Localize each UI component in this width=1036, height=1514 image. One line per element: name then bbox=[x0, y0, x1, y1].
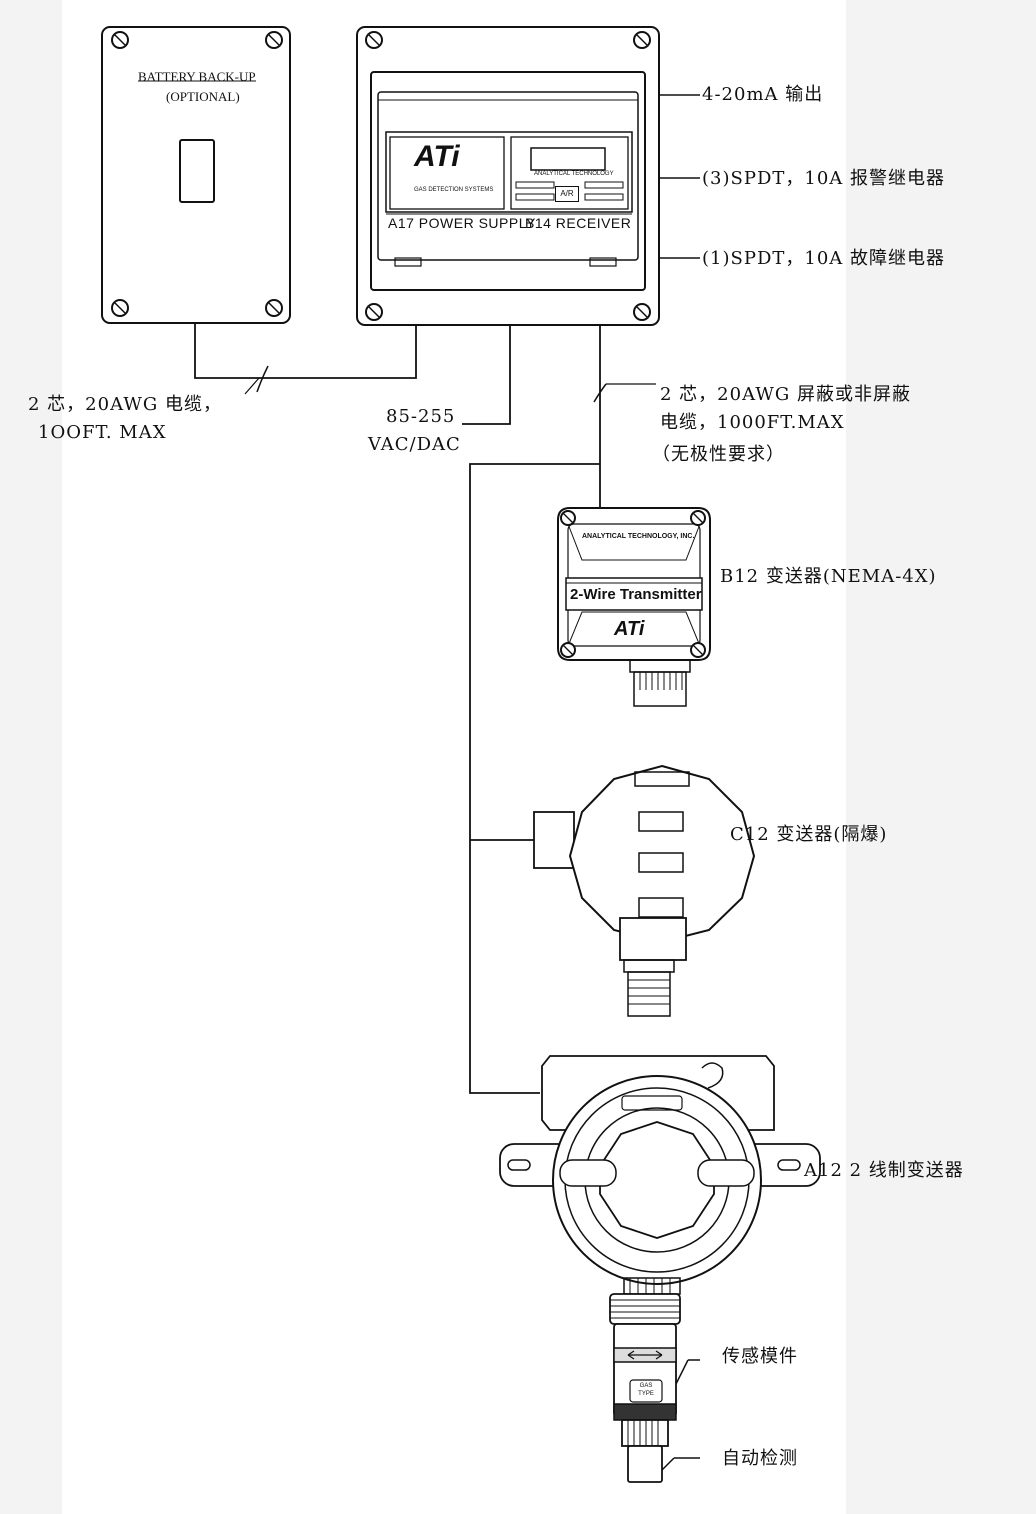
battery-cable-label-2: 1OOFT. MAX bbox=[38, 422, 167, 443]
a12-transmitter bbox=[499, 1055, 821, 1483]
lcd-display bbox=[530, 147, 606, 171]
display-caption: ANALYTICAL TECHNOLOGY bbox=[534, 171, 614, 177]
analog-output-label: 4-20mA 输出 bbox=[702, 84, 824, 105]
sensor-module-label: 传感模件 bbox=[722, 1346, 798, 1367]
b12-logo: ATi bbox=[614, 618, 645, 640]
b12-nameplate-text: 2-Wire Transmitter bbox=[570, 586, 702, 603]
screw-icon bbox=[111, 31, 283, 317]
signal-cable-label-3: （无极性要求） bbox=[652, 444, 785, 465]
b14-display-panel bbox=[510, 136, 629, 210]
screw-icon bbox=[365, 31, 651, 321]
ati-logo: ATi bbox=[414, 140, 460, 173]
gas-type-line1: GAS bbox=[639, 1383, 653, 1389]
power-supply-label: A17 POWER SUPPLY bbox=[388, 215, 536, 231]
battery-window bbox=[179, 139, 215, 203]
battery-backup-box bbox=[101, 26, 291, 324]
battery-cable-label-1: 2 芯，20AWG 电缆， bbox=[28, 394, 222, 415]
output-leaders bbox=[659, 94, 700, 259]
power-label-2: VAC/DAC bbox=[368, 434, 461, 455]
alarm-reset-button[interactable]: A/R bbox=[555, 186, 579, 202]
wiring bbox=[194, 323, 656, 1094]
signal-cable-label-1: 2 芯，20AWG 屏蔽或非屏蔽 bbox=[660, 384, 911, 405]
gas-type-tag bbox=[629, 1379, 663, 1403]
battery-title: BATTERY BACK-UP bbox=[138, 69, 256, 84]
c12-transmitter bbox=[533, 764, 756, 1017]
a12-label: A12 2 线制变送器 bbox=[804, 1160, 964, 1181]
alarm-relays-label: (3)SPDT，10A 报警继电器 bbox=[702, 168, 946, 189]
power-label-1: 85-255 bbox=[386, 406, 456, 427]
receiver-enclosure bbox=[356, 26, 660, 326]
c12-label: C12 变送器(隔爆) bbox=[730, 824, 888, 845]
receiver-label: B14 RECEIVER bbox=[525, 215, 632, 231]
b12-transmitter bbox=[557, 507, 711, 707]
auto-test-label: 自动检测 bbox=[722, 1448, 798, 1469]
logo-caption: GAS DETECTION SYSTEMS bbox=[414, 187, 494, 193]
battery-subtitle: (OPTIONAL) bbox=[166, 89, 240, 104]
signal-cable-label-2: 电缆，1000FT.MAX bbox=[660, 412, 845, 433]
fault-relay-label: (1)SPDT，10A 故障继电器 bbox=[702, 248, 946, 269]
b12-maker: ANALYTICAL TECHNOLOGY, INC. bbox=[582, 533, 695, 540]
wiring-diagram bbox=[101, 26, 821, 1483]
diagram-sheet: BATTERY BACK-UP (OPTIONAL) ATi GAS DETEC… bbox=[28, 0, 963, 1514]
screw-icon bbox=[560, 510, 706, 658]
b12-label: B12 变送器(NEMA-4X) bbox=[720, 566, 937, 587]
a17-logo-panel bbox=[389, 136, 505, 210]
gas-type-line2: TYPE bbox=[638, 1391, 654, 1397]
